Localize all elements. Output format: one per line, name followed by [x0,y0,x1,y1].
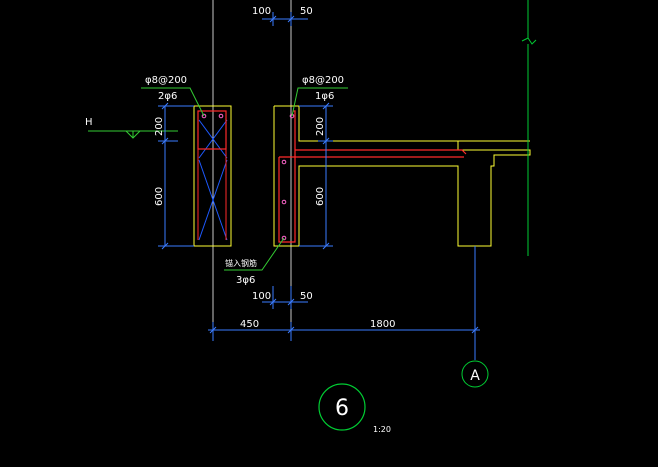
detail-marker: 6 [318,383,366,431]
detail-marker-circle [318,383,366,431]
axis-line-right [521,0,537,256]
overall-tick-1 [209,326,217,334]
right-stirrup [278,110,296,243]
overall-tick-2 [287,326,295,334]
bot-dim-tick-2 [287,298,295,306]
bottom-dimension-small [262,286,308,309]
right-rebar-dot-3 [281,199,287,205]
bot-dim-label-100: 100 [252,291,271,302]
anchor-leader [224,237,285,271]
left-vdim-label-200: 200 [154,117,165,136]
overall-dim-label-450: 450 [240,319,259,330]
left-bars-label: 2φ6 [158,91,177,102]
right-wall-rebar [278,110,467,243]
left-vertical-dimension [158,102,194,250]
right-rebar-dot-2 [281,159,287,165]
bot-dim-label-50: 50 [300,291,313,302]
elevation-mark [88,130,178,139]
axis-bubble-label: A [470,368,480,384]
right-rebar-dots [281,113,295,241]
left-rebar-dot-1 [201,113,207,119]
right-leader [291,87,348,117]
left-wall-outline [193,105,232,247]
left-vdim-tick-1 [161,102,169,110]
top-dimension [262,12,308,26]
left-vdim-label-600: 600 [154,187,165,206]
right-wall-section [273,105,531,247]
axis-bubble-a: A [461,360,489,388]
anchor-note-label: 锚入钢筋 [225,258,257,268]
left-hatch-line-4 [198,119,228,159]
overall-dim-label-1800: 1800 [370,319,395,330]
left-leader [141,87,205,117]
left-wall-section [193,105,232,247]
left-wall-hatch [198,119,228,241]
slab-top-bar [295,149,467,155]
axis-break-symbol [521,37,537,45]
right-vdim-label-200: 200 [315,117,326,136]
right-vertical-dimension [299,102,333,250]
elevation-label: H [85,117,93,128]
right-vdim-tick-2 [322,137,330,145]
right-vdim-label-600: 600 [315,187,326,206]
right-wall-slab-outline [273,105,531,247]
anchor-leader-line [224,237,285,271]
right-rebar-dot-4 [281,235,287,241]
reference-lines [212,0,292,340]
right-bars-label: 1φ6 [315,91,334,102]
right-vdim-tick-3 [322,242,330,250]
right-stirrup-label: φ8@200 [302,75,344,86]
right-vdim-tick-1 [322,102,330,110]
detail-number-label: 6 [335,396,349,421]
top-dim-tick-2 [287,15,295,23]
left-hatch-line-2 [198,159,228,241]
left-vdim-tick-2 [161,137,169,145]
anchor-bars-label: 3φ6 [236,275,255,286]
left-vdim-tick-3 [161,242,169,250]
top-dim-tick-1 [269,15,277,23]
left-leader-line [141,87,205,117]
axis-bubble-circle [461,360,489,388]
left-stirrup [197,110,227,150]
top-dim-label-50: 50 [300,6,313,17]
overall-tick-3 [471,326,479,334]
left-stirrup-label: φ8@200 [145,75,187,86]
detail-scale-label: 1:20 [373,425,391,434]
bot-dim-tick-1 [269,298,277,306]
top-dim-label-100: 100 [252,6,271,17]
right-leader-line [291,87,348,117]
overall-dimension [208,246,480,360]
left-rebar-dot-2 [218,113,224,119]
